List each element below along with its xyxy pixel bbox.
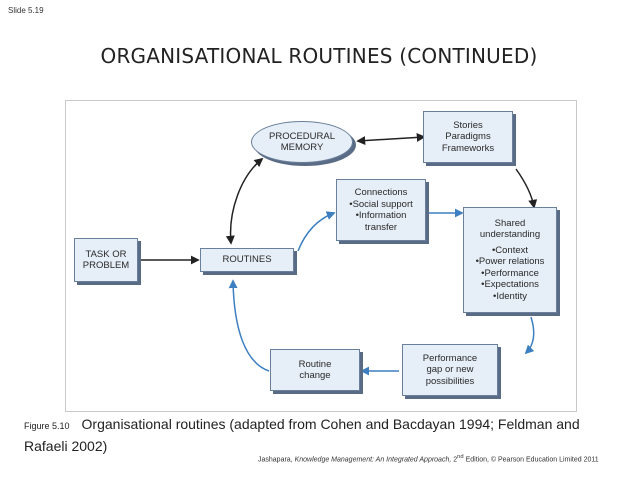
routine-change-line-2: change bbox=[299, 370, 331, 381]
task-or-problem-node: TASK OR PROBLEM bbox=[74, 238, 138, 282]
arrow-change-routines bbox=[228, 279, 270, 372]
credit-rest: Edition, © Pearson Education Limited 201… bbox=[465, 456, 599, 464]
diagram-frame: PROCEDURAL MEMORY Stories Paradigms Fram… bbox=[65, 100, 577, 412]
arrow-stories-shared bbox=[515, 168, 538, 209]
stories-line-2: Paradigms bbox=[445, 131, 491, 143]
credit-author: Jashapara, bbox=[258, 456, 293, 464]
procedural-memory-line-1: PROCEDURAL bbox=[269, 130, 335, 142]
shared-heading-line-1: Shared bbox=[494, 217, 526, 229]
slide-number: Slide 5.19 bbox=[8, 6, 44, 15]
connections-node: Connections Social support Information t… bbox=[336, 179, 426, 241]
stories-line-1: Stories bbox=[453, 119, 483, 131]
connections-item: Social support bbox=[349, 199, 413, 211]
shared-item: Context bbox=[476, 245, 545, 257]
credit-edition-suffix: nd bbox=[457, 454, 464, 460]
arrow-memory-stories bbox=[356, 132, 426, 146]
routine-change-node: Routine change bbox=[270, 349, 360, 391]
credit-edition-number: 2 bbox=[453, 456, 458, 464]
routines-label: ROUTINES bbox=[222, 254, 272, 266]
shared-understanding-node: Shared understanding Context Power relat… bbox=[463, 207, 557, 313]
arrow-shared-performance bbox=[524, 316, 535, 355]
performance-line-2: gap or new bbox=[426, 364, 474, 376]
connections-item: Information bbox=[349, 210, 413, 222]
arrow-routines-memory bbox=[225, 157, 264, 245]
task-line-1: TASK OR bbox=[85, 248, 127, 260]
performance-line-1: Performance bbox=[422, 352, 478, 364]
procedural-memory-line-2: MEMORY bbox=[280, 142, 324, 153]
slide-title: ORGANISATIONAL ROUTINES (CONTINUED) bbox=[100, 44, 538, 68]
performance-line-3: possibilities bbox=[425, 375, 475, 387]
task-line-2: PROBLEM bbox=[82, 260, 130, 271]
figure-label: Figure 5.10 bbox=[24, 421, 70, 431]
connections-item-continued: transfer bbox=[364, 221, 398, 233]
source-credit: Jashapara, Knowledge Management: An Inte… bbox=[258, 454, 599, 463]
arrow-routines-connections bbox=[297, 211, 336, 252]
stories-node: Stories Paradigms Frameworks bbox=[423, 111, 513, 163]
procedural-memory-node: PROCEDURAL MEMORY bbox=[251, 121, 353, 163]
credit-book-title: Knowledge Management: An Integrated Appr… bbox=[294, 456, 452, 464]
shared-item: Expectations bbox=[476, 279, 545, 291]
connections-heading: Connections bbox=[354, 187, 408, 198]
routines-node: ROUTINES bbox=[200, 248, 294, 272]
caption-text: Organisational routines (adapted from Co… bbox=[24, 416, 580, 454]
routine-change-line-1: Routine bbox=[298, 358, 332, 370]
shared-item: Identity bbox=[476, 291, 545, 303]
shared-item: Power relations bbox=[476, 256, 544, 268]
connections-list: Social support Information bbox=[349, 199, 413, 222]
shared-heading-line-2: understanding bbox=[479, 229, 541, 241]
shared-item: Performance bbox=[476, 268, 545, 280]
shared-understanding-list: Context Power relations Performance Expe… bbox=[476, 245, 545, 303]
stories-line-3: Frameworks bbox=[441, 142, 495, 154]
performance-gap-node: Performance gap or new possibilities bbox=[402, 344, 498, 396]
diagram-arrows bbox=[140, 132, 538, 376]
